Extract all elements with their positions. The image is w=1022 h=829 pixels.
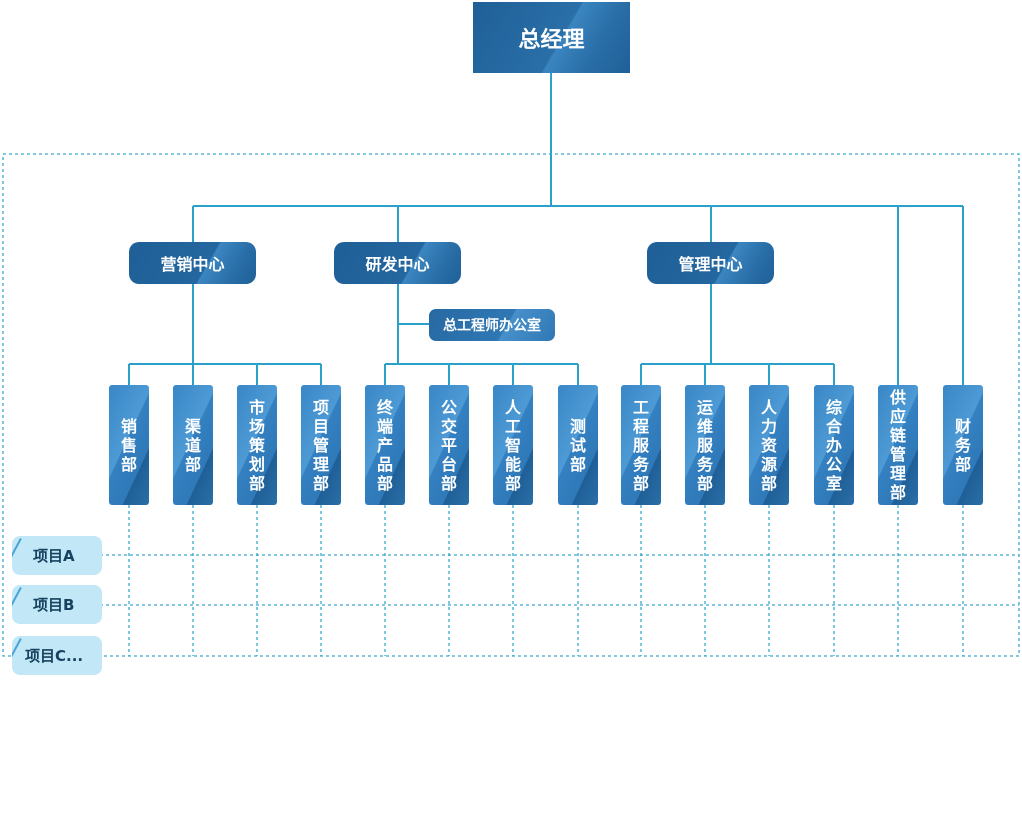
dept-project-management[interactable]: 项目管理部	[301, 385, 341, 505]
chief-engineer-office-label: 总工程师办公室	[443, 318, 541, 334]
dept-finance[interactable]: 财务部	[943, 385, 983, 505]
ceo-label: 总经理	[518, 27, 585, 53]
dept-label: 人力资源部	[760, 397, 777, 493]
dept-label: 市场策划部	[248, 397, 265, 493]
project-tag-c[interactable]: 项目C...	[12, 636, 102, 675]
dept-testing[interactable]: 测试部	[558, 385, 598, 505]
dept-human-resources[interactable]: 人力资源部	[749, 385, 789, 505]
dept-ai[interactable]: 人工智能部	[493, 385, 533, 505]
dept-label: 财务部	[954, 416, 971, 474]
dept-label: 运维服务部	[696, 397, 713, 493]
rnd-center-label: 研发中心	[365, 255, 430, 274]
marketing-center-box[interactable]: 营销中心	[129, 242, 256, 284]
project-label: 项目A	[33, 547, 75, 565]
chief-engineer-office-box[interactable]: 总工程师办公室	[429, 309, 555, 341]
dept-label: 人工智能部	[504, 397, 521, 493]
slash-decoration	[12, 538, 22, 575]
dept-supply-chain[interactable]: 供应链管理部	[878, 385, 918, 505]
dept-general-office[interactable]: 综合办公室	[814, 385, 854, 505]
dept-label: 销售部	[120, 416, 137, 474]
project-label: 项目B	[33, 596, 75, 614]
slash-decoration	[12, 587, 22, 624]
marketing-center-label: 营销中心	[160, 255, 225, 274]
dept-label: 测试部	[569, 416, 586, 474]
dept-operations-services[interactable]: 运维服务部	[685, 385, 725, 505]
dept-sales[interactable]: 销售部	[109, 385, 149, 505]
dept-bus-platform[interactable]: 公交平台部	[429, 385, 469, 505]
dept-label: 供应链管理部	[889, 388, 906, 502]
dept-label: 终端产品部	[376, 397, 393, 493]
dept-channel[interactable]: 渠道部	[173, 385, 213, 505]
dept-label: 综合办公室	[825, 397, 842, 493]
dept-label: 工程服务部	[632, 397, 649, 493]
rnd-center-box[interactable]: 研发中心	[334, 242, 461, 284]
dept-marketing-planning[interactable]: 市场策划部	[237, 385, 277, 505]
management-center-box[interactable]: 管理中心	[647, 242, 774, 284]
dept-label: 公交平台部	[440, 397, 457, 493]
dept-label: 项目管理部	[312, 397, 329, 493]
dept-terminal-products[interactable]: 终端产品部	[365, 385, 405, 505]
dept-label: 渠道部	[184, 416, 201, 474]
project-tag-a[interactable]: 项目A	[12, 536, 102, 575]
project-tag-b[interactable]: 项目B	[12, 585, 102, 624]
management-center-label: 管理中心	[678, 255, 743, 274]
dept-engineering-services[interactable]: 工程服务部	[621, 385, 661, 505]
ceo-box[interactable]: 总经理	[473, 2, 630, 73]
slash-decoration	[12, 638, 22, 675]
project-label: 项目C...	[25, 647, 84, 665]
